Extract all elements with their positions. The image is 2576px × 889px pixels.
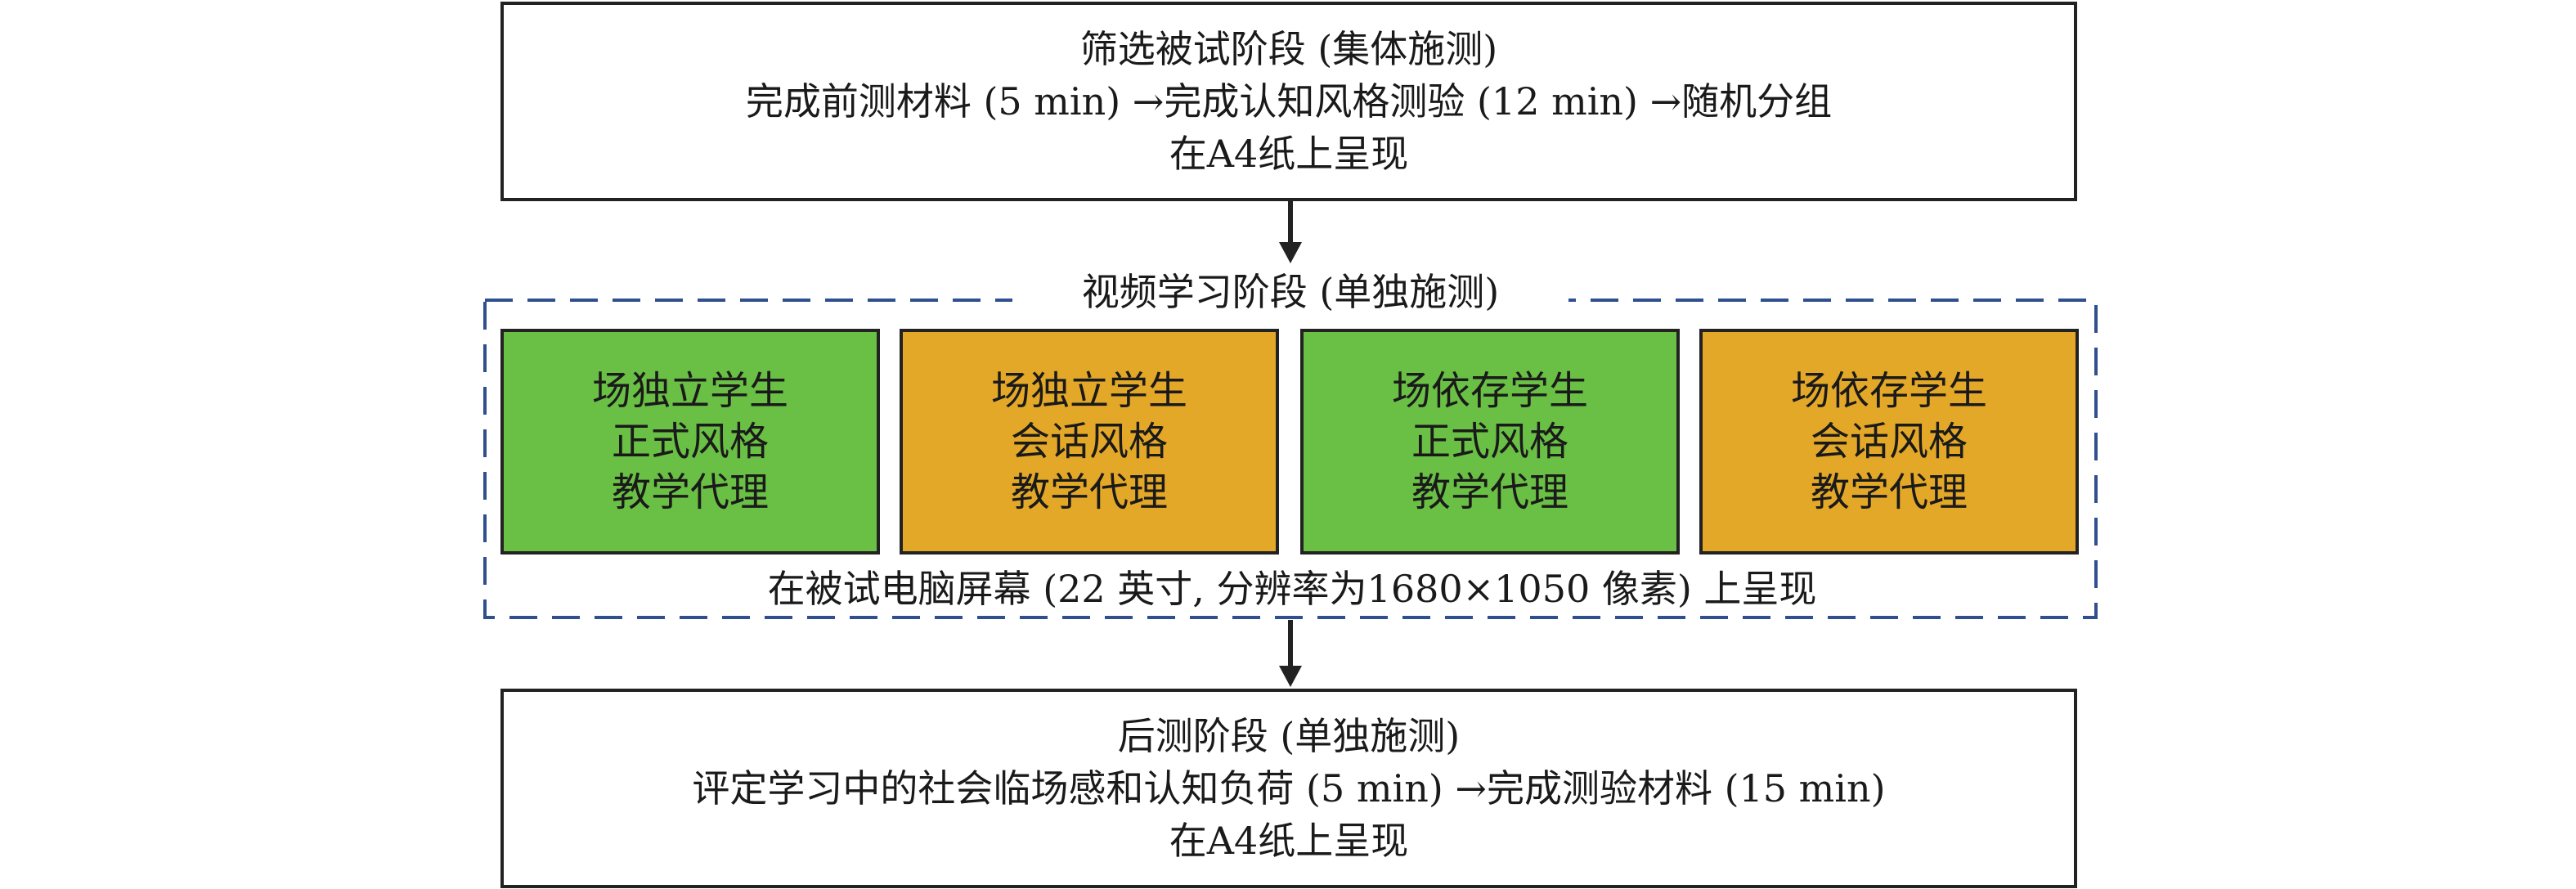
condition-agent: 教学代理 (1411, 469, 1568, 515)
video-stage-group (482, 298, 2098, 620)
dashed-border (483, 299, 2098, 619)
stage-posttest-box: 后测阶段 (单独施测) 评定学习中的社会临场感和认知负荷 (5 min) →完成… (500, 689, 2077, 888)
stage-screening-box: 筛选被试阶段 (集体施测) 完成前测材料 (5 min) →完成认知风格测验 (… (500, 2, 2077, 201)
stage-screening-procedure: 完成前测材料 (5 min) →完成认知风格测验 (12 min) →随机分组 (745, 79, 1833, 123)
stage-posttest-title: 后测阶段 (单独施测) (1117, 714, 1461, 758)
condition-style: 正式风格 (1411, 419, 1568, 465)
condition-style: 会话风格 (1810, 419, 1968, 465)
condition-style: 会话风格 (1010, 419, 1168, 465)
condition-fd-formal: 场依存学生 正式风格 教学代理 (1300, 329, 1680, 555)
condition-agent: 教学代理 (1810, 469, 1968, 515)
stage-posttest-procedure: 评定学习中的社会临场感和认知负荷 (5 min) →完成测验材料 (15 min… (692, 766, 1886, 810)
condition-fi-conversational: 场独立学生 会话风格 教学代理 (900, 329, 1279, 555)
condition-student-type: 场独立学生 (990, 368, 1187, 414)
condition-student-type: 场依存学生 (1790, 368, 1987, 414)
condition-agent: 教学代理 (611, 469, 769, 515)
stage-posttest-medium: 在A4纸上呈现 (1169, 819, 1409, 863)
condition-student-type: 场依存学生 (1391, 368, 1588, 414)
condition-style: 正式风格 (611, 419, 769, 465)
condition-agent: 教学代理 (1010, 469, 1168, 515)
stage-screening-title: 筛选被试阶段 (集体施测) (1079, 27, 1498, 71)
video-stage-title: 视频学习阶段 (单独施测) (1012, 263, 1568, 321)
condition-fd-conversational: 场依存学生 会话风格 教学代理 (1699, 329, 2079, 555)
stage-screening-medium: 在A4纸上呈现 (1169, 132, 1409, 176)
condition-student-type: 场独立学生 (591, 368, 788, 414)
condition-fi-formal: 场独立学生 正式风格 教学代理 (500, 329, 880, 555)
video-stage-medium: 在被试电脑屏幕 (22 英寸, 分辨率为1680×1050 像素) 上呈现 (767, 567, 1817, 611)
